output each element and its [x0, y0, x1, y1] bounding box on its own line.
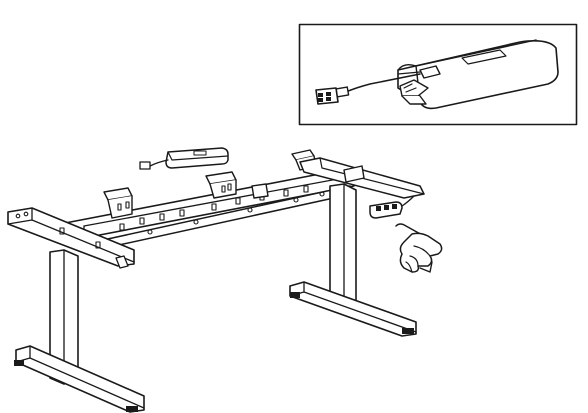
desk-frame-icon: [7, 149, 425, 269]
control-box-icon: [139, 147, 229, 170]
handset-icon: [369, 195, 415, 219]
leg-column-icon: [14, 249, 145, 413]
control-box-detail-icon: [315, 39, 559, 110]
leg-column-icon: [289, 183, 417, 337]
pointing-hand-icon: [395, 223, 443, 273]
detail-callout-box: [298, 23, 578, 126]
